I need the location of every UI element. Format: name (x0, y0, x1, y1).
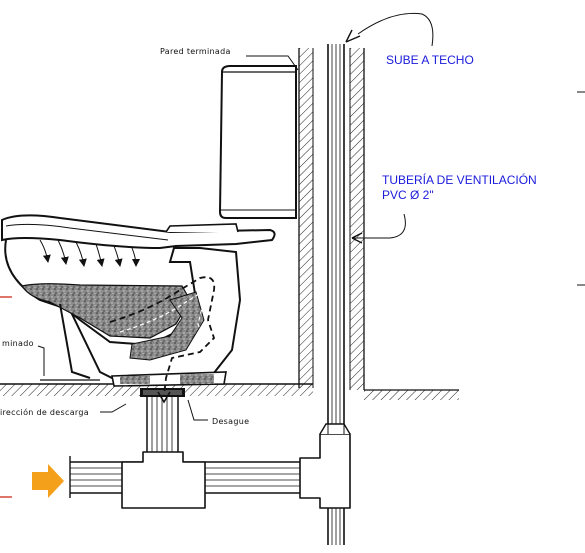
right-wall (349, 48, 459, 400)
finished-floor-label: minado (2, 339, 34, 348)
flow-arrow-icon (32, 464, 64, 498)
vent-tee-fitting (299, 423, 351, 509)
finished-wall (298, 48, 314, 388)
drain-label: Desague (212, 417, 249, 426)
finished-wall-label: Pared terminada (160, 47, 231, 56)
flush-arrows (39, 239, 140, 267)
drain-riser (140, 388, 185, 452)
vent-pipe-label-line2: PVC Ø 2" (382, 188, 434, 202)
leader-lines (37, 12, 434, 421)
toilet-bowl (0, 214, 276, 387)
vent-pipe-label-line1: TUBERÍA DE VENTILACIÓN (382, 172, 537, 187)
discharge-flow-path (109, 276, 216, 404)
red-markers (0, 296, 12, 498)
goes-to-ceiling-label: SUBE A TECHO (386, 53, 474, 67)
edge-marks (577, 91, 585, 286)
toilet-tank (218, 65, 297, 219)
tee-fitting (121, 451, 206, 509)
discharge-direction-label: irección de descarga (0, 407, 89, 417)
